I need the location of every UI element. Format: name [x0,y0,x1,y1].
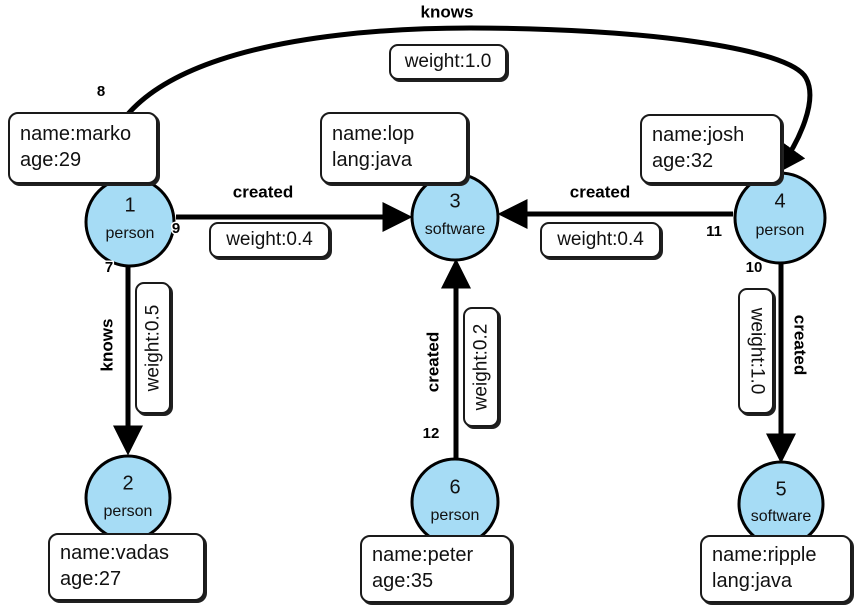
node-1-property-1: age:29 [20,149,82,171]
node-6-property-1: age:35 [372,570,434,592]
node-2[interactable]: 2 person [84,454,172,542]
node-5[interactable]: 5 software [737,460,825,548]
node-6-circle[interactable] [410,457,500,547]
edge-9-label: created [233,182,293,201]
node-4-property-0: name:josh [652,124,745,147]
edge-8-id: 8 [97,83,105,100]
edge-8-label: knows [421,2,474,21]
edge-10-weight-box[interactable]: weight:1.0 [738,288,774,414]
edge-9-weight: weight:0.4 [226,229,313,250]
node-1-property-0: name:marko [20,123,132,146]
edge-7-label: knows [97,319,116,372]
node-3-property-1: lang:java [332,149,413,171]
node-2-circle[interactable] [84,454,172,542]
node-2-property-box[interactable]: name:vadas age:27 [48,533,205,601]
edge-8-knows[interactable] [101,25,813,187]
node-4-circle[interactable] [733,171,827,265]
edge-12-weight: weight:0.2 [470,323,491,411]
edge-10-label: created [791,315,810,375]
node-3-type: software [425,221,486,238]
edge-9-weight-box[interactable]: weight:0.4 [209,222,330,258]
node-2-type: person [104,503,153,520]
edge-8-weight: weight:1.0 [404,51,492,72]
node-1-type: person [106,225,155,242]
node-5-property-box[interactable]: name:ripple lang:java [700,535,852,603]
node-2-id: 2 [122,472,133,494]
node-2-property-0: name:vadas [60,542,169,565]
node-6-id: 6 [449,476,460,498]
node-1-property-box[interactable]: name:marko age:29 [8,112,158,184]
edge-12-label: created [423,332,442,392]
node-3-id: 3 [449,190,460,212]
node-5-id: 5 [775,478,786,500]
edge-7-weight: weight:0.5 [142,304,163,392]
edge-9-id: 9 [172,220,180,237]
node-6-type: person [431,507,480,524]
edge-8-weight-box[interactable]: weight:1.0 [389,44,507,80]
edge-10-id: 10 [746,259,763,276]
node-5-property-0: name:ripple [712,544,817,567]
node-1-id: 1 [124,194,135,216]
edge-7-id: 7 [105,259,113,276]
edge-11-weight-box[interactable]: weight:0.4 [540,222,661,258]
node-3[interactable]: 3 software [410,172,500,262]
node-6[interactable]: 6 person [410,457,500,547]
node-3-property-0: name:lop [332,123,415,146]
node-4-id: 4 [774,190,785,212]
edge-10-weight: weight:1.0 [746,307,767,395]
node-1-circle[interactable] [84,176,176,268]
node-4[interactable]: 4 person [733,171,827,265]
node-6-property-box[interactable]: name:peter age:35 [360,535,512,603]
node-1[interactable]: 1 person [84,176,176,268]
node-3-circle[interactable] [410,172,500,262]
node-4-property-1: age:32 [652,150,714,172]
node-4-type: person [756,222,805,239]
edge-11-id: 11 [706,223,722,240]
node-5-type: software [751,508,812,525]
node-5-property-1: lang:java [712,570,793,592]
edge-8-path [101,25,813,187]
node-6-property-0: name:peter [372,544,474,567]
node-4-property-box[interactable]: name:josh age:32 [640,114,782,184]
edge-11-weight: weight:0.4 [557,229,644,250]
edge-12-id: 12 [423,425,440,442]
node-2-property-1: age:27 [60,568,122,590]
edge-7-weight-box[interactable]: weight:0.5 [135,282,171,414]
node-5-circle[interactable] [737,460,825,548]
edge-11-label: created [570,182,630,201]
edge-12-weight-box[interactable]: weight:0.2 [463,307,499,427]
node-3-property-box[interactable]: name:lop lang:java [320,112,468,184]
